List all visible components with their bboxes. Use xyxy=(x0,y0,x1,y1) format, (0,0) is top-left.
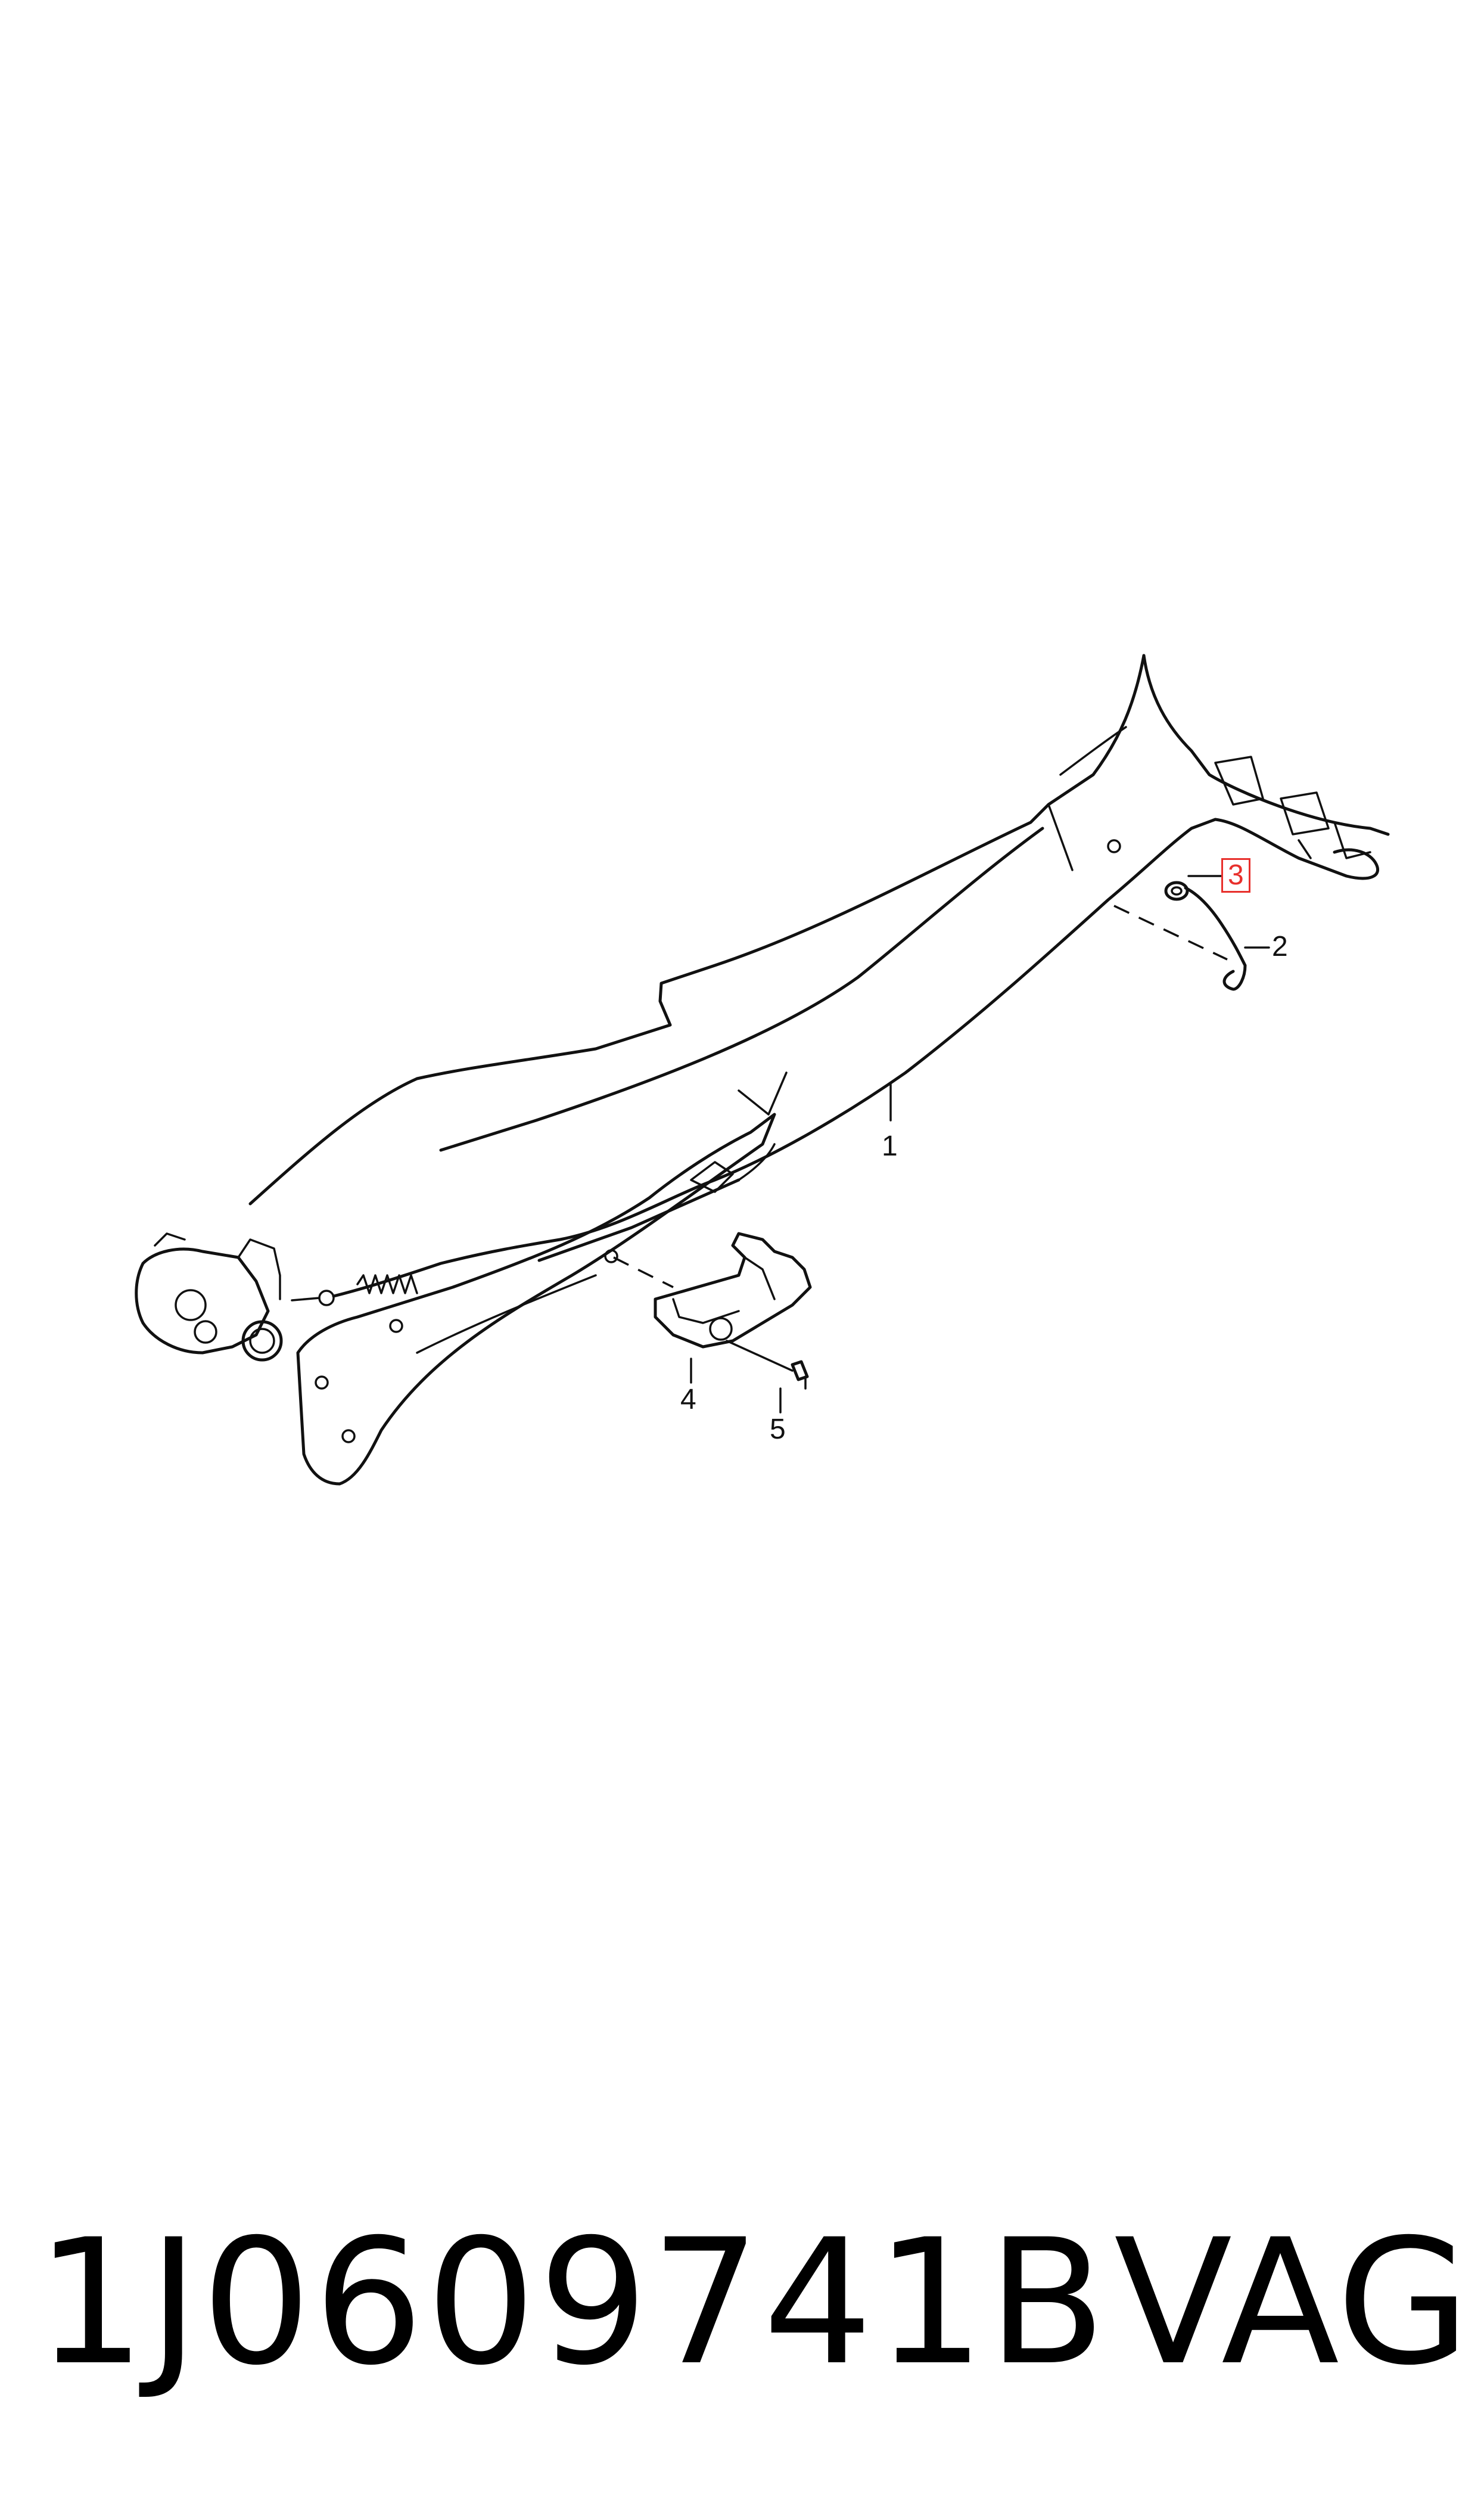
mounting-bracket xyxy=(296,1071,788,1486)
callout-4: 4 xyxy=(680,1384,696,1415)
latch-mechanism xyxy=(135,1232,283,1362)
callout-1: 1 xyxy=(882,1130,898,1162)
cable-holder xyxy=(654,1232,812,1390)
callout-2: 2 xyxy=(1272,931,1288,962)
leader-lines xyxy=(690,875,1270,1414)
brand-name: VAG xyxy=(1114,2203,1470,2403)
release-cable xyxy=(291,818,1379,1306)
retaining-clip xyxy=(1164,881,1247,991)
part-number: 1J0609741B xyxy=(36,2203,1109,2403)
vehicle-body-outline xyxy=(248,654,1390,1206)
callout-3: 3 xyxy=(1221,858,1250,893)
callout-5: 5 xyxy=(770,1414,786,1445)
